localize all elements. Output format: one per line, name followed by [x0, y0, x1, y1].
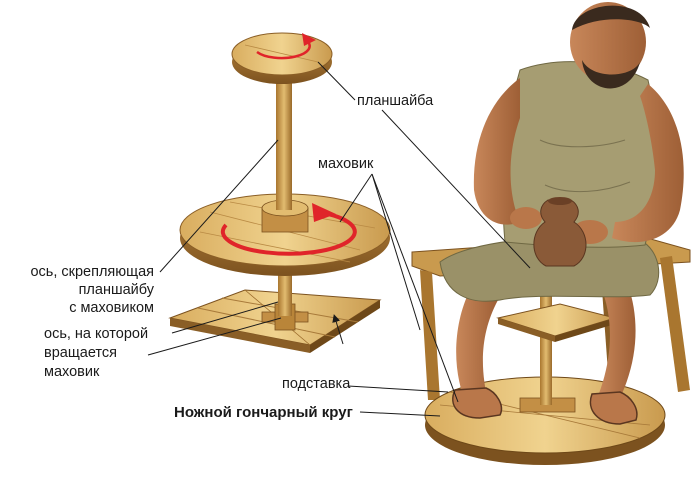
- platter-axle: [276, 72, 292, 210]
- beard: [582, 60, 640, 89]
- label-stand: подставка: [282, 376, 351, 392]
- potter-stand: [496, 303, 617, 342]
- label-platter-axis-1: ось, скрепляющая: [30, 264, 154, 280]
- flywheel-part: [179, 193, 391, 276]
- label-flywheel-axis-1: ось, на которой: [44, 326, 149, 342]
- potter-illustration: [411, 2, 691, 465]
- clay-pot: [533, 199, 587, 267]
- wheel-diagram: [168, 32, 391, 353]
- potter-axle: [540, 285, 552, 405]
- label-flywheel-axis-2: вращается: [44, 345, 117, 361]
- platter-part: [231, 32, 333, 84]
- label-platter: планшайба: [357, 93, 434, 109]
- label-platter-axis-3: с маховиком: [69, 300, 154, 316]
- label-platter-axis-2: планшайбу: [78, 282, 154, 298]
- label-flywheel-axis-3: маховик: [44, 364, 100, 380]
- caption-title: Ножной гончарный круг: [174, 404, 353, 421]
- label-flywheel: маховик: [318, 156, 374, 172]
- stand-part: [168, 289, 382, 353]
- leader-lines: [147, 61, 531, 417]
